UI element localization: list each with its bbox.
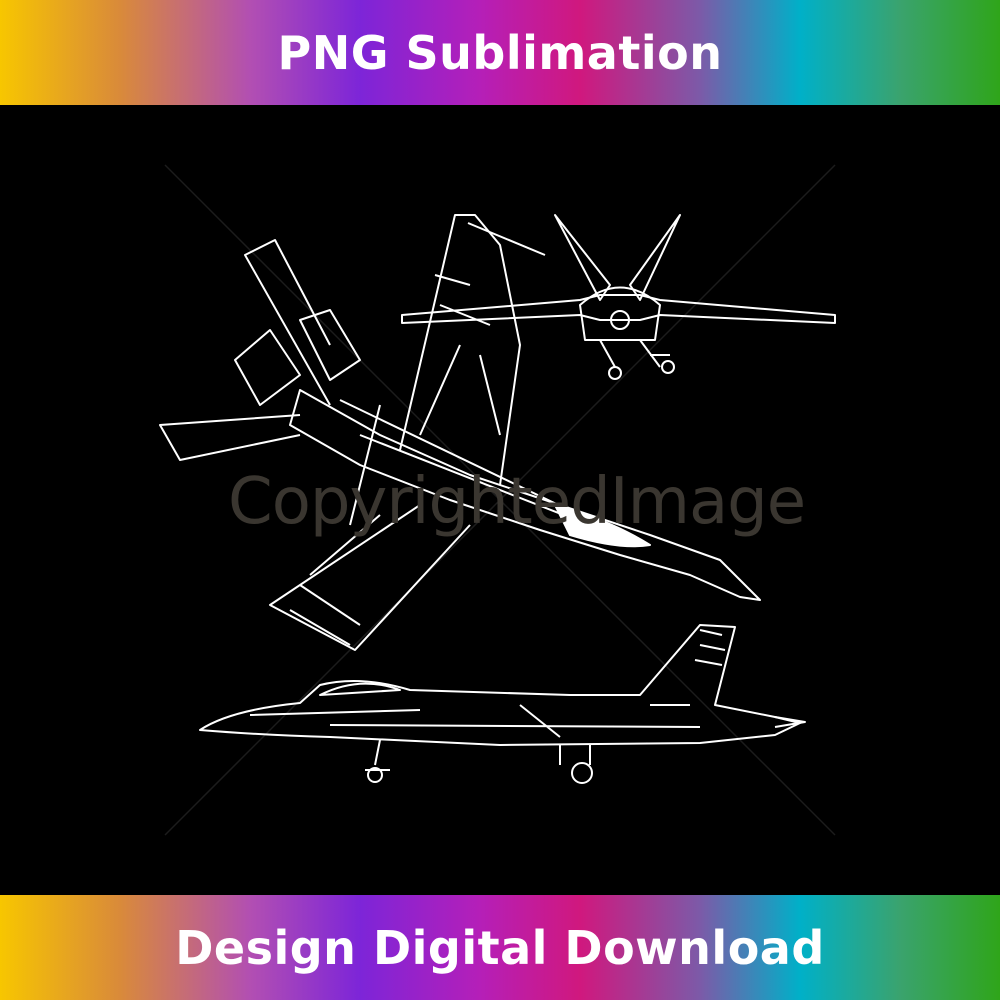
copyright-watermark: CopyrightedImage xyxy=(228,465,806,539)
bottom-banner: Design Digital Download xyxy=(0,895,1000,1000)
header-title: PNG Sublimation xyxy=(277,25,723,80)
perspective-view xyxy=(159,214,761,651)
jet-blueprint xyxy=(159,164,836,836)
footer-title: Design Digital Download xyxy=(175,920,825,975)
front-view xyxy=(401,214,836,380)
artwork-canvas: CopyrightedImage xyxy=(0,105,1000,895)
side-view xyxy=(199,624,806,784)
top-banner: PNG Sublimation xyxy=(0,0,1000,105)
